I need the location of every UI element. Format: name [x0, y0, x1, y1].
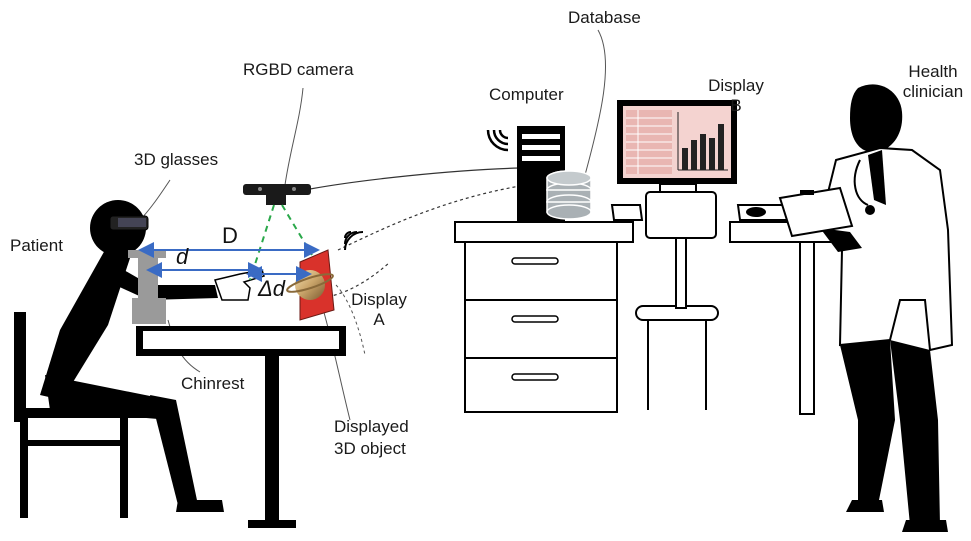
label-display-b: Display B	[706, 76, 766, 116]
wifi-signal-display-a	[344, 231, 364, 251]
label-displayed-line2: 3D object	[334, 439, 406, 458]
label-3d-glasses: 3D glasses	[134, 150, 219, 169]
measure-small-d: d	[176, 244, 189, 269]
clipboard	[778, 186, 854, 238]
measure-delta-d: Δd	[258, 276, 285, 301]
rgbd-camera	[243, 184, 311, 205]
label-display-b-line1: Display	[708, 76, 764, 95]
label-health-clinician: Health clinician	[896, 62, 970, 102]
label-patient: Patient	[10, 236, 63, 255]
display-b-table	[626, 110, 672, 174]
label-displayed-line1: Displayed	[334, 417, 409, 436]
label-displayed-3d-object: Displayed 3D object	[334, 416, 409, 460]
distance-arrows	[138, 242, 320, 282]
clinician-silhouette	[818, 84, 954, 532]
label-display-a-line2: A	[373, 310, 385, 329]
label-display-a-line1: Display	[351, 290, 407, 309]
label-rgbd-camera: RGBD camera	[243, 60, 354, 79]
display-b-bar-chart	[677, 112, 728, 171]
label-health-line2: clinician	[902, 82, 964, 101]
label-display-a: Display A	[346, 290, 412, 330]
label-display-b-line2: B	[730, 96, 742, 115]
label-database: Database	[568, 8, 641, 27]
desk-stool	[635, 227, 719, 410]
patient-silhouette	[40, 200, 224, 512]
desk	[454, 221, 841, 415]
table	[136, 326, 346, 528]
database-icon	[546, 170, 592, 220]
patient-chair	[14, 312, 154, 518]
wifi-signal-computer	[486, 129, 509, 152]
label-health-line1: Health	[908, 62, 958, 81]
label-chinrest: Chinrest	[181, 374, 245, 393]
measure-big-d: D	[222, 223, 238, 248]
label-computer: Computer	[489, 85, 564, 104]
3d-glasses	[109, 215, 149, 231]
